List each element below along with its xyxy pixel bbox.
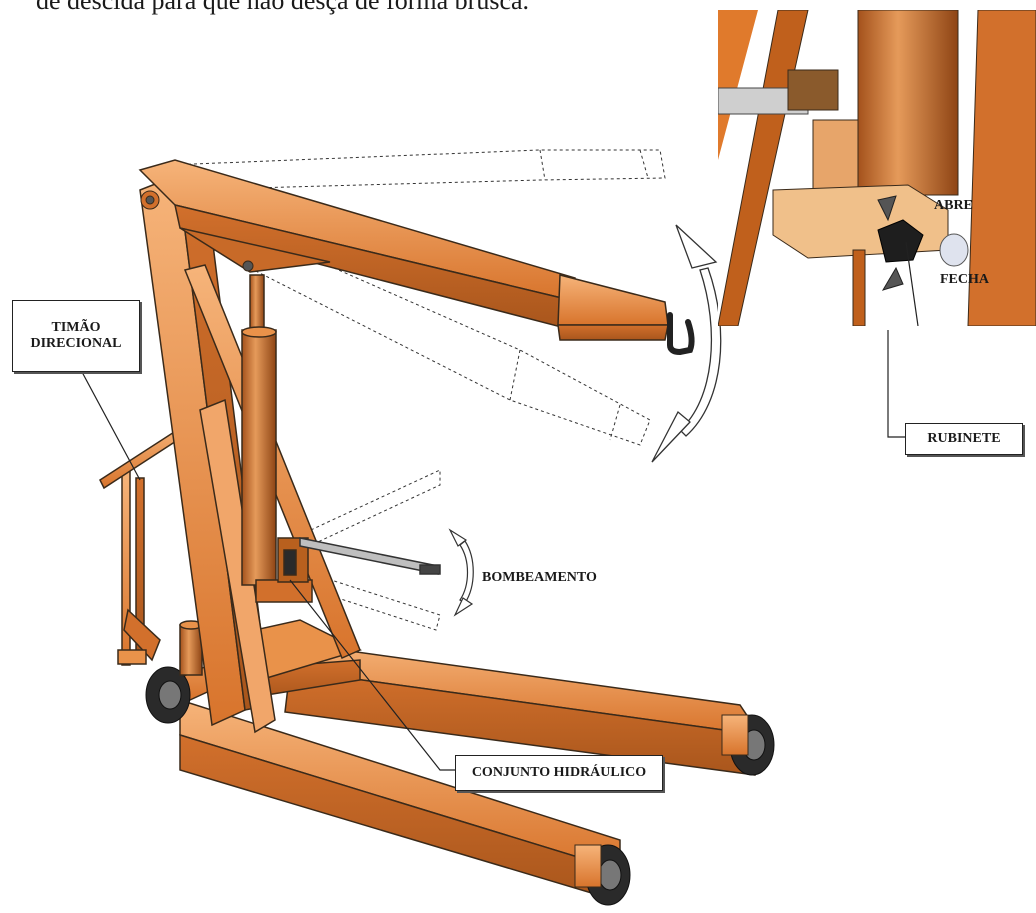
valve-detail-inset: ABRE FECHA [718,10,1036,326]
abre-label: ABRE [934,198,973,213]
boom-ghost-lower [174,199,651,446]
conjunto-hidraulico-label: CONJUNTO HIDRÁULICO [455,755,663,791]
valve-detail-drawing [718,10,1036,326]
wheel-rear-left [145,666,191,724]
wheel-bracket-right [721,714,749,756]
boom [138,159,669,341]
timao-line2: DIRECIONAL [30,336,122,351]
fecha-label: FECHA [940,272,989,287]
hydraulic-cylinder [241,274,277,586]
leader-lines [81,330,905,771]
hook [667,312,695,356]
timao-direcional-label: TIMÃO DIRECIONAL [12,300,140,372]
pump-handle [299,537,441,575]
intro-text: de descida para que não desça de forma b… [36,0,530,15]
wheel-bracket-left [574,844,602,888]
bombeamento-label: BOMBEAMENTO [482,570,597,585]
timao-line1: TIMÃO [51,320,101,335]
steering-handle [99,422,192,666]
boom-swing-arrow [651,224,722,463]
boom-pivot [140,190,254,272]
rubinete-label: RUBINETE [905,423,1023,455]
pump-arrow [448,528,474,617]
